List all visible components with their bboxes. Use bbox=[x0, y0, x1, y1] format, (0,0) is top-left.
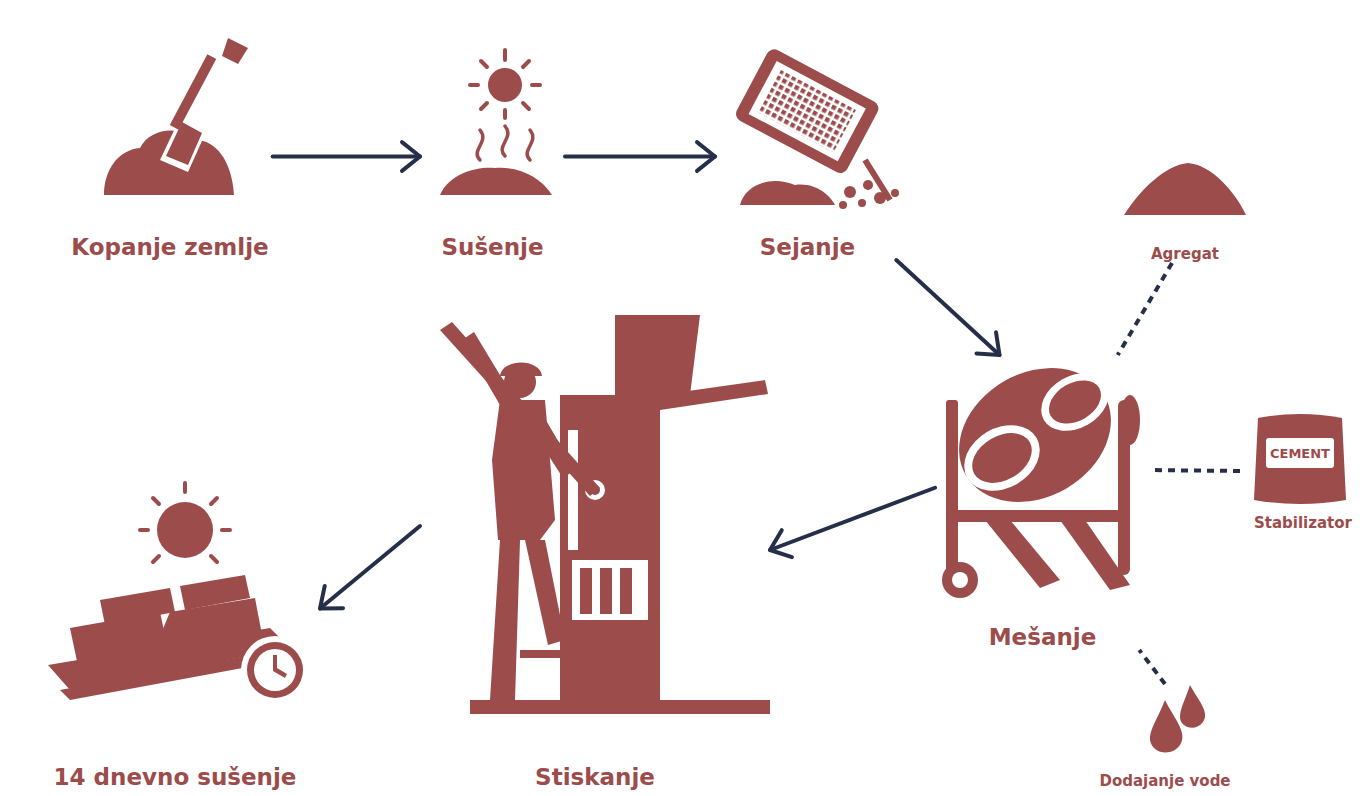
press-machine bbox=[440, 315, 770, 714]
dotted-input-line bbox=[1139, 650, 1165, 684]
flow-arrow bbox=[320, 526, 420, 609]
water-input: Dodajanje vode bbox=[1090, 684, 1240, 790]
stabilizer-input: Stabilizator bbox=[1240, 410, 1366, 532]
step-label: Stiskanje bbox=[535, 764, 655, 790]
sun-drying-icon bbox=[440, 50, 552, 195]
cure-step: 14 dnevno sušenje bbox=[30, 460, 320, 790]
step-label: Dodajanje vode bbox=[1099, 773, 1230, 790]
water-drops bbox=[1150, 685, 1205, 752]
mix-step: Mešanje bbox=[935, 355, 1150, 650]
flow-arrow bbox=[273, 142, 420, 171]
mixer-icon bbox=[935, 341, 1140, 598]
step-label: Agregat bbox=[1151, 246, 1219, 263]
sieve-icon bbox=[733, 47, 899, 209]
step-label: Sejanje bbox=[760, 234, 855, 260]
step-label: 14 dnevno sušenje bbox=[54, 764, 297, 790]
dotted-input-line bbox=[1118, 263, 1172, 355]
step-label: Mešanje bbox=[989, 624, 1097, 650]
step-label: Kopanje zemlje bbox=[71, 234, 268, 260]
aggregate-pile bbox=[1124, 163, 1246, 215]
sieve-step: Sejanje bbox=[715, 30, 900, 260]
bag-print: CEMENT bbox=[1269, 446, 1331, 461]
pallet-icon bbox=[48, 483, 309, 704]
flow-arrow bbox=[770, 488, 935, 557]
dig-step: Kopanje zemlje bbox=[67, 30, 272, 260]
press-step: Stiskanje bbox=[420, 310, 770, 790]
cement-bag bbox=[1254, 414, 1346, 504]
step-label: Stabilizator bbox=[1254, 515, 1352, 532]
flow-arrow bbox=[896, 260, 999, 355]
dry-step: Sušenje bbox=[420, 30, 565, 260]
flow-arrow bbox=[565, 142, 715, 171]
worker-figure bbox=[462, 332, 575, 710]
shovel-icon bbox=[104, 38, 248, 195]
dotted-input-line bbox=[1150, 470, 1240, 472]
step-label: Sušenje bbox=[441, 234, 543, 260]
aggregate-input: Agregat bbox=[1120, 155, 1250, 263]
